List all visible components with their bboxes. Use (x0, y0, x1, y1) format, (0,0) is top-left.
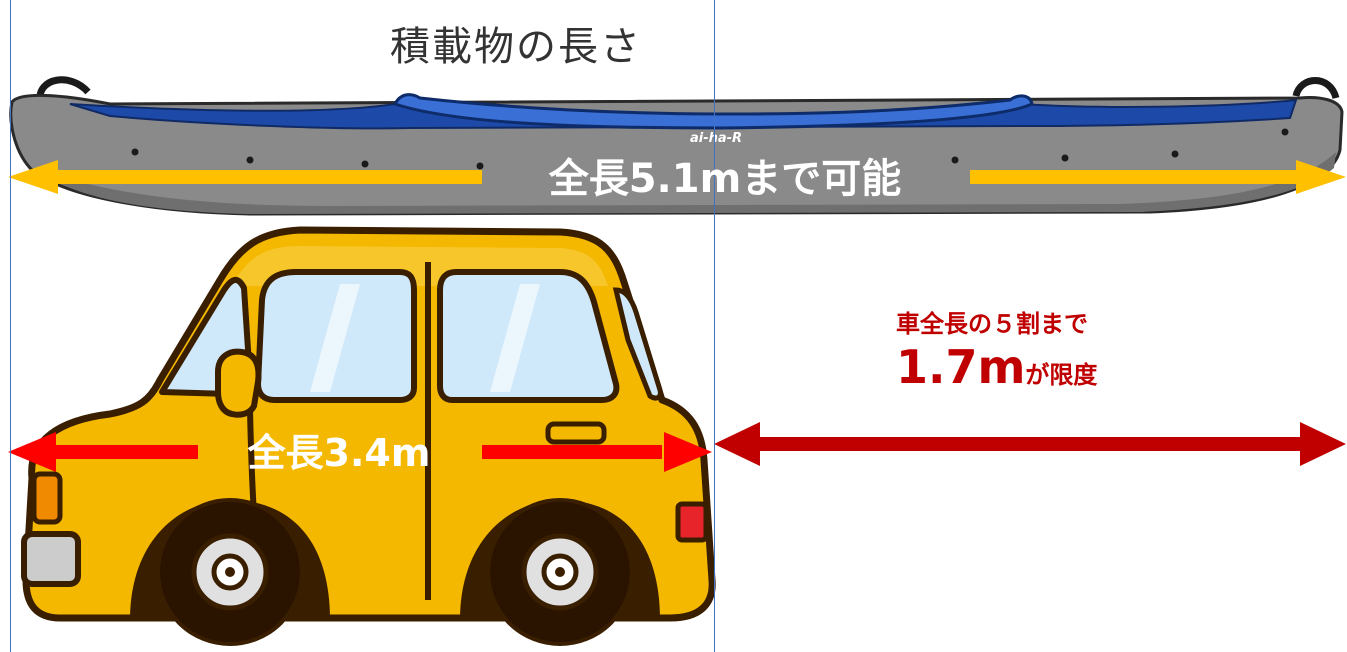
kayak-deck-stripe (69, 98, 1298, 130)
car-door-handle (545, 421, 607, 445)
car-wheel-rear (486, 498, 634, 646)
kayak-length-arrow (8, 160, 1346, 194)
guide-line-car-end (714, 0, 715, 652)
guide-line-left (10, 0, 11, 652)
car-bumper (21, 531, 81, 587)
kayak-rivets (131, 128, 1289, 170)
kayak-illustration: ai-ha-R (9, 76, 1344, 216)
car-window-rear (612, 287, 663, 401)
car-tail-light (675, 501, 709, 543)
car-mirror (215, 348, 262, 418)
diagram-title: 積載物の長さ (390, 24, 642, 70)
car-headlight (31, 471, 63, 525)
kayak-logo: ai-ha-R (690, 131, 742, 146)
car-length-arrow (8, 432, 712, 472)
overhang-limit-arrow (714, 422, 1346, 466)
kayak-length-label: 全長5.1mまで可能 (548, 156, 902, 202)
overhang-limit-label: 1.7mが限度 (896, 340, 1097, 394)
kayak-handle-left (36, 76, 91, 101)
kayak-hull-shadow (40, 152, 1336, 214)
overhang-limit-value: 1.7m (896, 340, 1026, 394)
car-illustration (21, 226, 716, 646)
car-wheel-front (156, 498, 304, 646)
kayak-cockpit (392, 93, 1034, 130)
overhang-rule-label: 車全長の５割まで (896, 310, 1088, 338)
overhang-limit-suffix: が限度 (1025, 361, 1098, 389)
kayak-handle-right (1292, 77, 1340, 100)
car-length-label: 全長3.4m (247, 431, 431, 475)
car-window-door-2 (437, 269, 620, 403)
